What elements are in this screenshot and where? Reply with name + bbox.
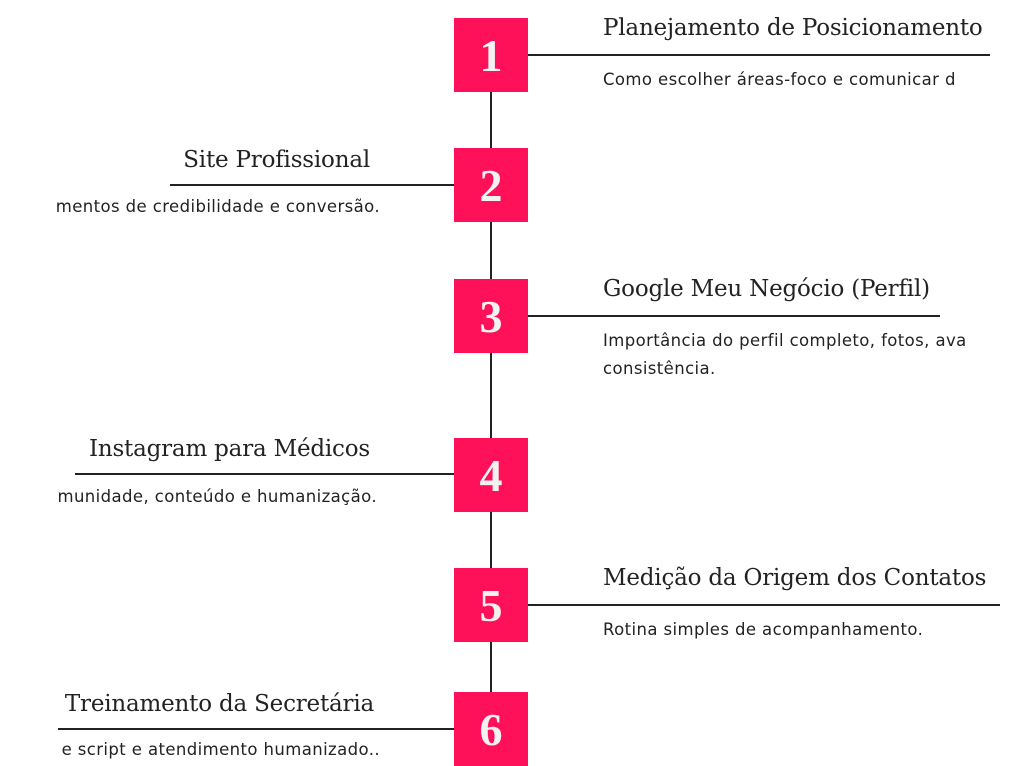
step-desc-2: mentos de credibilidade e conversão. xyxy=(55,197,380,216)
step-title-1: Planejamento de Posicionamento xyxy=(603,15,983,41)
connector-1 xyxy=(528,54,990,56)
step-desc-3b: consistência. xyxy=(603,359,716,378)
step-number-6: 6 xyxy=(454,692,528,766)
connector-5 xyxy=(528,604,1000,606)
step-title-2: Site Profissional xyxy=(183,147,370,173)
step-number-3: 3 xyxy=(454,279,528,353)
step-title-5: Medição da Origem dos Contatos xyxy=(603,565,987,591)
connector-6 xyxy=(58,728,454,730)
step-title-4: Instagram para Médicos xyxy=(88,436,370,462)
step-title-3: Google Meu Negócio (Perfil) xyxy=(603,276,930,302)
step-desc-1: Como escolher áreas-foco e comunicar d xyxy=(603,70,956,89)
step-desc-3a: Importância do perfil completo, fotos, a… xyxy=(603,331,967,350)
step-desc-5: Rotina simples de acompanhamento. xyxy=(603,620,924,639)
step-desc-4: munidade, conteúdo e humanização. xyxy=(57,487,377,506)
step-number-2: 2 xyxy=(454,148,528,222)
connector-2 xyxy=(170,184,454,186)
timeline-line xyxy=(490,55,492,745)
step-title-6: Treinamento da Secretária xyxy=(64,691,374,717)
step-desc-6: e script e atendimento humanizado.. xyxy=(61,740,380,759)
step-number-1: 1 xyxy=(454,18,528,92)
step-number-4: 4 xyxy=(454,438,528,512)
connector-4 xyxy=(75,473,454,475)
step-number-5: 5 xyxy=(454,568,528,642)
connector-3 xyxy=(528,315,940,317)
